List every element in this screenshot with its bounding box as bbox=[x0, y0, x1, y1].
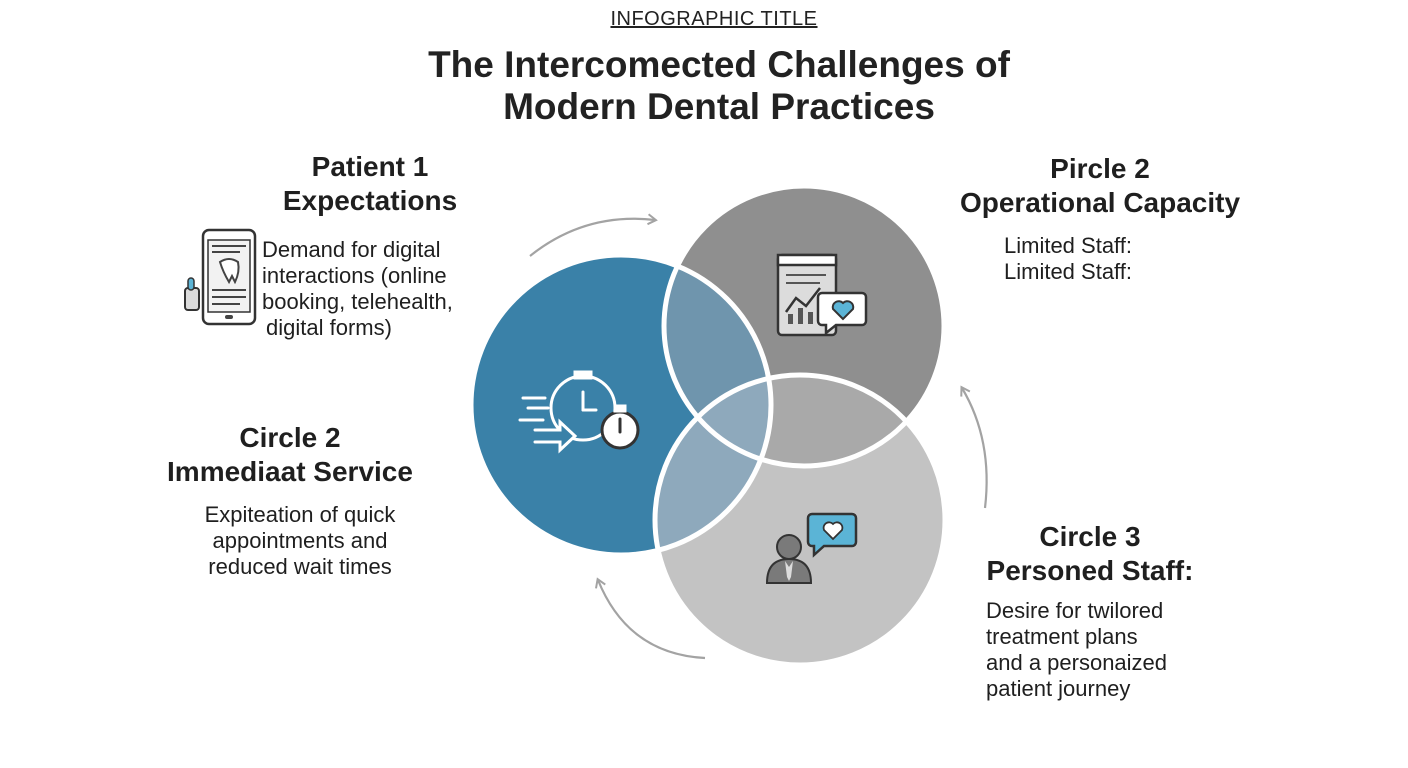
title-line-2: Modern Dental Practices bbox=[503, 86, 935, 127]
patient-expectations-body: Demand for digital interactions (online … bbox=[262, 237, 492, 341]
body-line: and a personaized bbox=[986, 650, 1168, 675]
arrow-right bbox=[960, 385, 988, 509]
body-line: Limited Staff: bbox=[1004, 259, 1132, 284]
title-line-1: The Intercomected Challenges of bbox=[428, 44, 1010, 85]
heading-line: Circle 2 bbox=[239, 422, 341, 453]
body-line: Limited Staff: bbox=[1004, 233, 1132, 258]
body-line: reduced wait times bbox=[208, 554, 392, 579]
body-line: Demand for digital bbox=[262, 237, 441, 262]
chart-heart-icon bbox=[776, 253, 868, 337]
personed-staff-body: Desire for twilored treatment plans and … bbox=[986, 598, 1216, 702]
heading-line: Patient 1 bbox=[311, 151, 429, 182]
stopwatch-icon bbox=[518, 370, 640, 454]
personed-staff-heading: Circle 3 Personed Staff: bbox=[965, 520, 1215, 588]
operational-capacity-heading: Pircle 2 Operational Capacity bbox=[945, 152, 1255, 220]
immediate-service-heading: Circle 2 Immediaat Service bbox=[145, 421, 435, 489]
body-line: Desire for twilored bbox=[986, 598, 1164, 623]
arrow-top bbox=[529, 213, 658, 257]
page-title: The Intercomected Challenges of Modern D… bbox=[0, 44, 1408, 128]
body-line: digital forms) bbox=[266, 315, 392, 340]
person-heart-icon bbox=[765, 512, 858, 584]
phone-tooth-icon bbox=[184, 228, 257, 326]
body-line: interactions (online bbox=[262, 263, 447, 288]
body-line: booking, telehealth, bbox=[262, 289, 453, 314]
heading-line: Circle 3 bbox=[1039, 521, 1141, 552]
arrow-bottom bbox=[595, 577, 706, 660]
overlap-service-personed bbox=[655, 375, 771, 555]
body-line: treatment plans bbox=[986, 624, 1138, 649]
operational-capacity-body: Limited Staff: Limited Staff: bbox=[1004, 233, 1204, 285]
body-line: Expiteation of quick bbox=[204, 502, 396, 527]
patient-expectations-heading: Patient 1 Expectations bbox=[225, 150, 515, 218]
heading-line: Pircle 2 bbox=[1050, 153, 1150, 184]
heading-line: Operational Capacity bbox=[959, 187, 1241, 218]
infographic-kicker: INFOGRAPHIC TITLE bbox=[610, 8, 818, 30]
body-line: appointments and bbox=[212, 528, 388, 553]
heading-line: Personed Staff: bbox=[986, 555, 1194, 586]
heading-line: Immediaat Service bbox=[167, 456, 413, 487]
immediate-service-body: Expiteation of quick appointments and re… bbox=[170, 502, 430, 580]
body-line: patient journey bbox=[986, 676, 1131, 701]
heading-line: Expectations bbox=[282, 185, 458, 216]
